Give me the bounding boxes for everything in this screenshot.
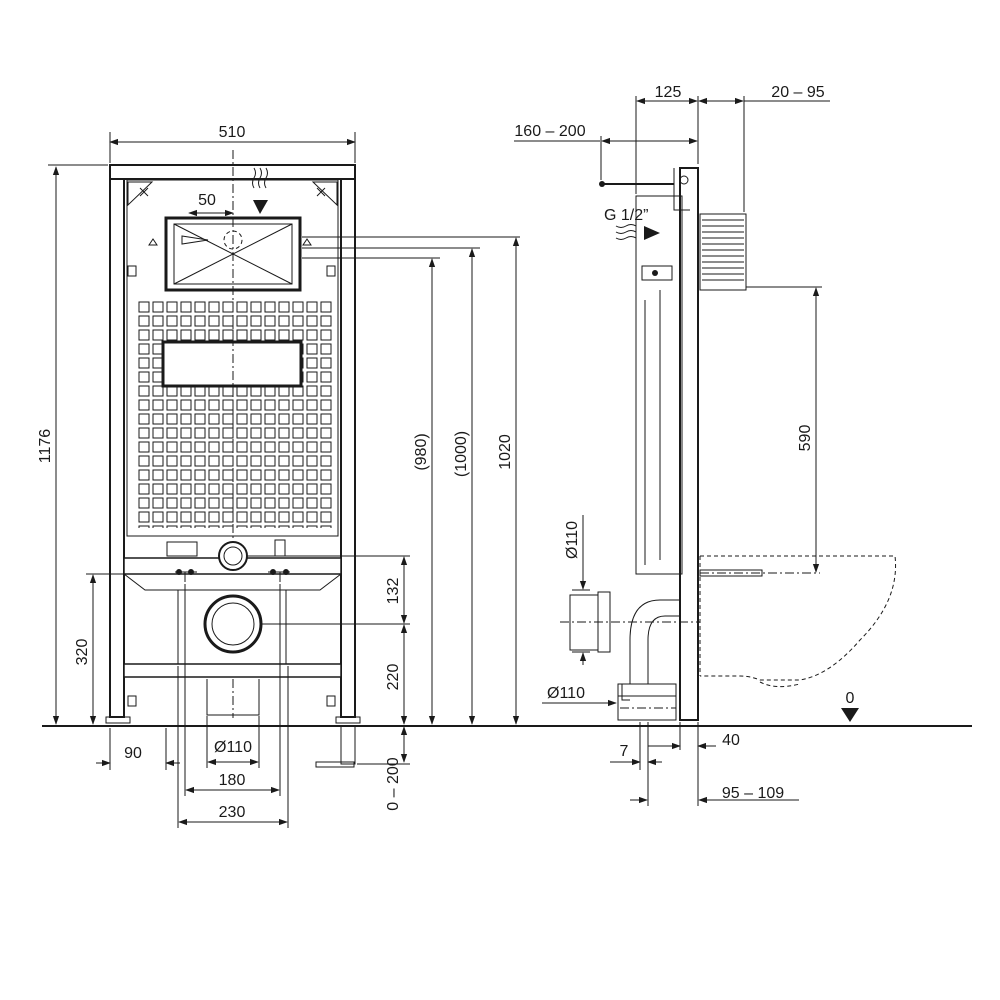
bottom-crossbar [123,663,342,678]
bracket-right [311,181,338,207]
dim-frame-width: 510 [219,124,246,141]
dim-depth-125: 125 [655,84,682,101]
dim-leg-range: 0 – 200 [385,757,402,810]
frame-right-post [340,178,356,718]
front-view: 510 50 1176 (980) (1000) 1020 132 220 0 … [37,124,520,828]
water-inlet-arrow-icon [253,200,268,214]
drain-outlet [203,594,263,654]
dim-total-height: 1176 [37,429,54,464]
adjustable-leg [340,727,356,765]
grid-window [161,340,303,388]
tile-grid [137,300,333,528]
dim-7: 7 [620,743,629,760]
dim-drain-diameter-bottom: Ø110 [547,685,585,702]
bolt-right [268,569,290,582]
bolt-left [175,569,197,582]
dim-height-1020: 1020 [497,434,514,470]
label-thread-g12: G 1/2” [604,207,648,224]
flush-plate-side [699,213,747,291]
flush-plate-ribs [702,219,744,281]
dim-drain-diameter-top: Ø110 [564,521,581,559]
dim-width-230: 230 [219,804,246,821]
drain-bend [621,599,680,701]
dim-foot-90: 90 [124,745,142,762]
label-floor-level: 0 [846,690,855,707]
foot-right [335,716,361,724]
bracket-left [127,181,154,207]
dim-132: 132 [385,578,402,605]
dim-height-980: (980) [413,433,430,470]
dim-220: 220 [385,664,402,691]
side-view: G 1/2” 0 125 [514,84,897,806]
drain-socket [617,683,677,721]
floor-level-marker-icon [841,708,859,722]
side-frame-post [679,167,699,721]
dim-95-109: 95 – 109 [722,785,784,802]
wc-bowl-outline [700,555,897,681]
dim-inlet-160-200: 160 – 200 [514,123,585,140]
dim-bolt-180: 180 [219,772,246,789]
flush-pipe-outlet [218,541,248,571]
dim-depth-20-95: 20 – 95 [771,84,824,101]
dim-320: 320 [74,639,91,666]
frame-left-post [109,178,125,718]
water-inlet-wavy-lines-side [615,224,637,240]
dim-height-590: 590 [797,425,814,452]
dim-40: 40 [722,732,740,749]
foot-left [105,716,131,724]
side-cistern [635,195,683,575]
dim-flush-plate-width: 50 [198,192,216,209]
dim-drain-diameter: Ø110 [214,739,252,756]
water-inlet-arrow-side-icon [644,226,660,240]
dim-height-1000: (1000) [453,431,470,477]
water-inlet-wavy-lines [252,167,268,189]
